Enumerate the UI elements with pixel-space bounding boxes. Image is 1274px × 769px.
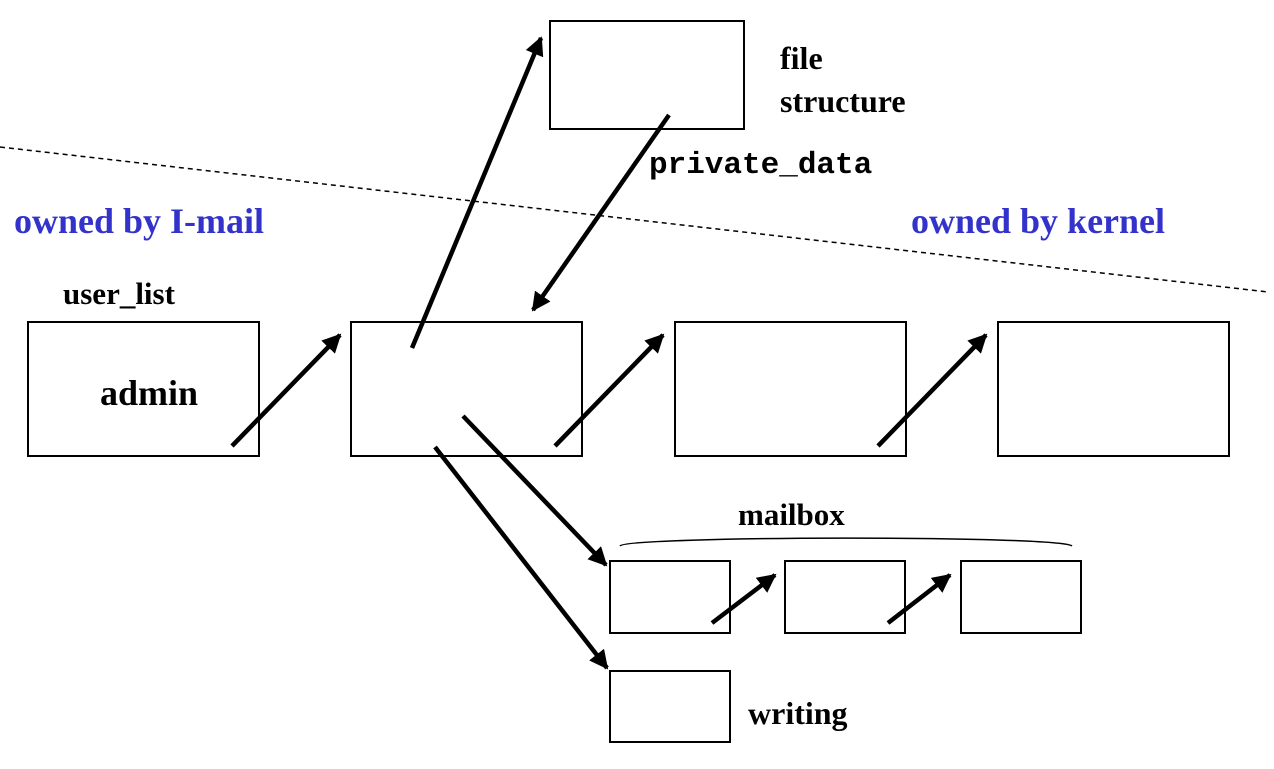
ownership-boundary-line [0,146,1269,293]
owned-by-imail-label: owned by I-mail [14,201,265,241]
arrow-admin-to-node1 [230,333,342,448]
file-structure-label-line2: structure [780,83,906,119]
file-structure-label-line1: file [780,40,823,76]
owned-by-kernel-label: owned by kernel [911,201,1166,241]
mailbox-message-box-3 [960,560,1082,634]
user-node-box-2 [674,321,907,457]
arrow-node1-to-node2 [553,333,665,448]
arrow-mailbox2-to-mailbox3 [886,573,952,625]
user-node-box-1 [350,321,583,457]
arrow-mailbox1-to-mailbox2 [710,573,777,625]
mailbox-brace [619,537,1073,547]
arrow-node2-to-node3 [876,333,988,448]
user-list-admin-box [27,321,260,457]
mailbox-message-box-2 [784,560,906,634]
private-data-label: private_data [649,148,873,183]
arrow-node1-to-writing [433,445,609,670]
writing-label: writing [748,695,848,731]
user-list-label: user_list [63,276,175,311]
writing-box [609,670,731,743]
mailbox-message-box-1 [609,560,731,634]
arrow-node1-to-file-structure [409,36,544,349]
user-node-box-3 [997,321,1230,457]
admin-label: admin [100,373,199,413]
arrow-node1-to-mailbox [461,414,608,567]
arrow-private-data-to-node1 [531,113,671,312]
file-structure-box [549,20,745,130]
mailbox-label: mailbox [738,497,845,532]
